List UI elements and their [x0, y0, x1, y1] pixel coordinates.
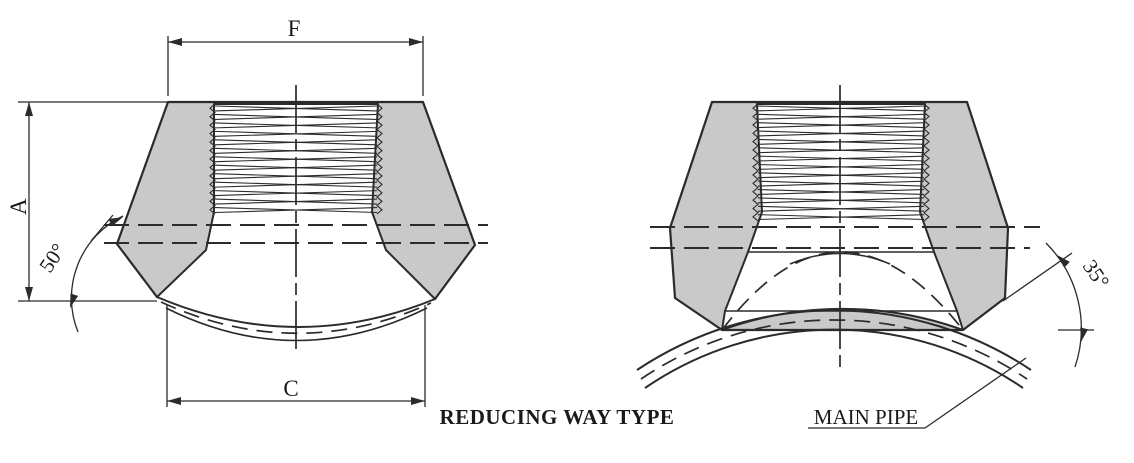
- dimension-f: F: [167, 16, 424, 96]
- dim-a-label: A: [6, 198, 31, 215]
- dimension-c: C: [166, 305, 426, 407]
- angle-35-label: 35°: [1078, 255, 1115, 293]
- angle-50-label: 50°: [34, 239, 70, 277]
- caption: REDUCING WAY TYPE: [440, 405, 675, 429]
- right-threads: [752, 103, 930, 222]
- dimension-a: A: [6, 101, 168, 302]
- angle-50-callout: 50°: [34, 213, 125, 333]
- angle-35-callout: 35°: [1002, 242, 1115, 368]
- left-figure: F A C 50°: [6, 16, 488, 407]
- dim-c-label: C: [283, 376, 298, 401]
- main-pipe-callout: MAIN PIPE: [808, 357, 1027, 429]
- dim-f-label: F: [288, 16, 301, 41]
- main-pipe-label: MAIN PIPE: [814, 405, 918, 429]
- pipe-hidden-arc: [640, 319, 1028, 380]
- pipe-inner-wall: [644, 328, 1024, 389]
- pipe-outer-wall: [636, 309, 1032, 371]
- right-figure: 35° MAIN PIPE: [636, 85, 1115, 429]
